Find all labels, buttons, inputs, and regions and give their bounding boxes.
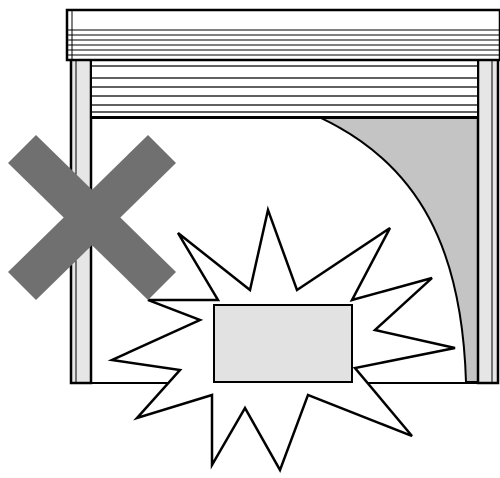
shutter-housing [65, 8, 500, 62]
right-guide-rail [476, 56, 500, 385]
shutter-curve-shadow [320, 117, 479, 383]
rolled-shutter-slats [90, 57, 479, 119]
obstacle-object [213, 304, 353, 383]
prohibition-x-icon [8, 135, 176, 300]
